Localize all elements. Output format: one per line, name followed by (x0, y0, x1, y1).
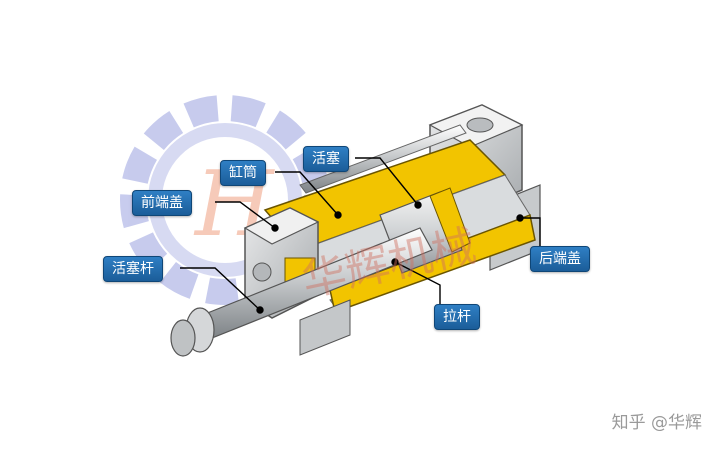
label-rear-end-cap: 后端盖 (530, 246, 590, 272)
leader-lines (180, 157, 541, 314)
piston-rod (170, 227, 433, 357)
label-front-end-cap: 前端盖 (132, 190, 192, 216)
credit-watermark: 知乎 @华辉 (611, 413, 702, 433)
label-piston: 活塞 (303, 146, 349, 172)
rear-plate (299, 299, 351, 356)
label-tie-rod: 拉杆 (434, 304, 480, 330)
label-cylinder-barrel: 缸筒 (220, 160, 266, 186)
label-piston-rod: 活塞杆 (103, 256, 163, 282)
